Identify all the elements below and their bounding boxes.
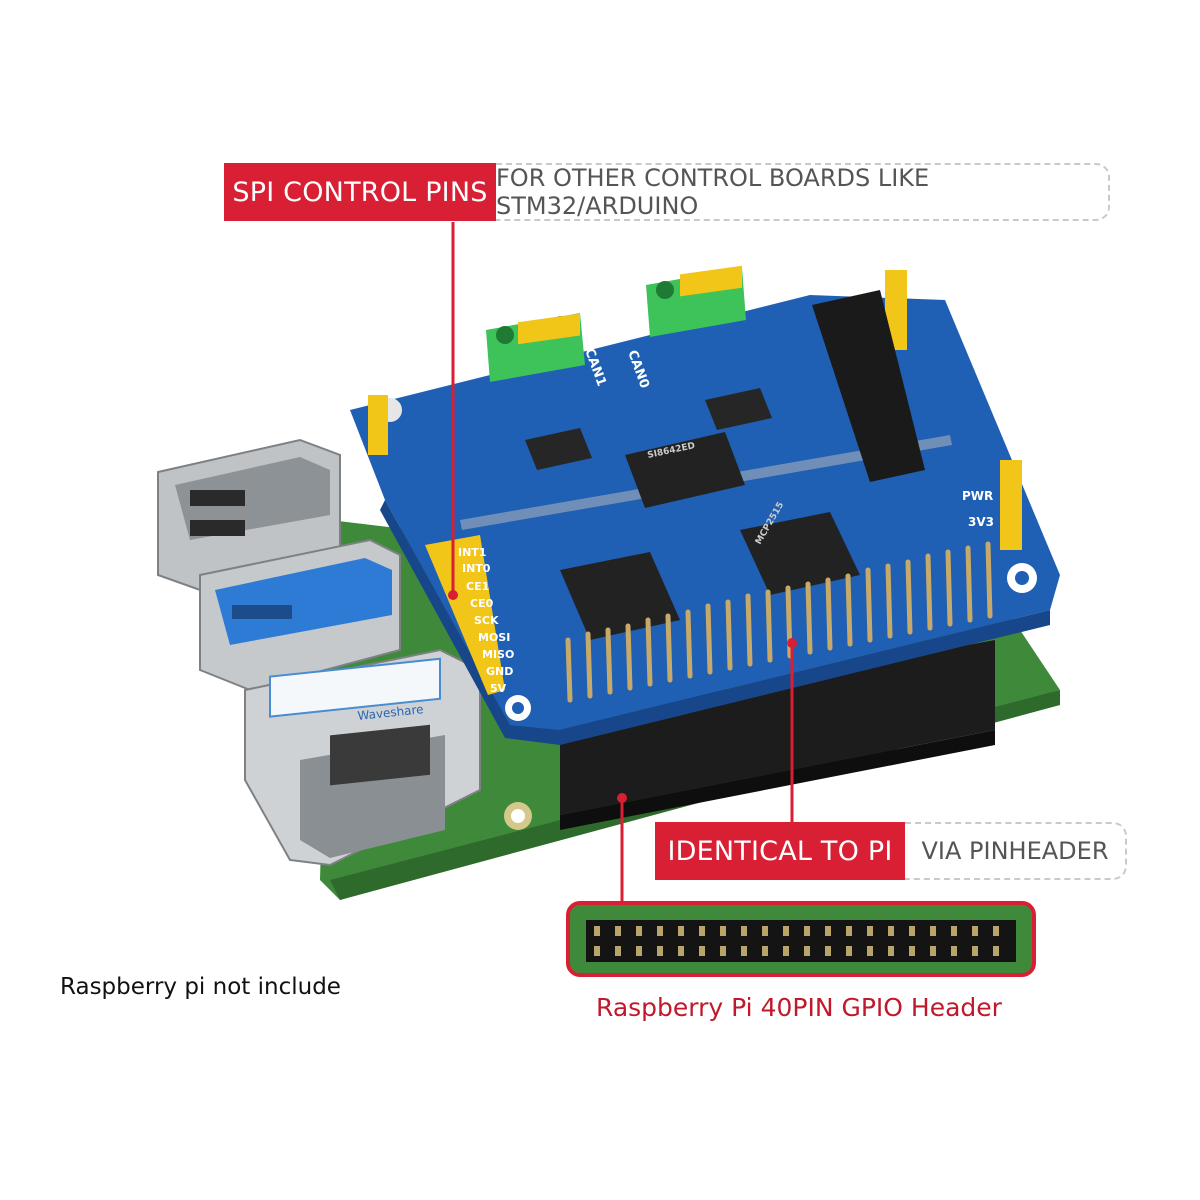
v33-label: 3V3: [968, 515, 994, 529]
not-included-caption: Raspberry pi not include: [60, 974, 341, 1000]
gpio-pins: [565, 541, 993, 703]
spi-pin-labels: INT1 INT0 CE1 CE0 SCK MOSI MISO GND 5V: [458, 546, 514, 695]
pwr-label: PWR: [962, 489, 993, 503]
identical-callout: IDENTICAL TO PI VIA PINHEADER: [655, 822, 1127, 880]
identical-callout-note: VIA PINHEADER: [905, 822, 1127, 880]
pin-label: INT0: [462, 562, 491, 575]
gpio-header-inset: [566, 901, 1036, 977]
pin-label: INT1: [458, 546, 486, 559]
pin-label: 5V: [490, 682, 507, 695]
pin-label: CE1: [466, 580, 489, 593]
callout-lines: [448, 222, 797, 904]
pin-label: MISO: [482, 648, 514, 661]
usb-ports: [157, 438, 481, 867]
stacking-header: [560, 640, 995, 830]
pin-label: GND: [486, 665, 513, 678]
box-header: [812, 290, 925, 482]
identical-callout-label: IDENTICAL TO PI: [655, 822, 905, 880]
pin-label: CE0: [470, 597, 494, 610]
pin-label: MOSI: [478, 631, 510, 644]
gpio-header-caption: Raspberry Pi 40PIN GPIO Header: [596, 993, 1002, 1022]
spi-callout: SPI CONTROL PINS FOR OTHER CONTROL BOARD…: [224, 163, 1110, 221]
spi-callout-note: FOR OTHER CONTROL BOARDS LIKE STM32/ARDU…: [496, 163, 1110, 221]
pin-label: SCK: [474, 614, 499, 627]
chips: [525, 388, 860, 640]
spi-callout-label: SPI CONTROL PINS: [224, 163, 496, 221]
jumpers: [368, 265, 1022, 695]
port-brand-label: Waveshare: [357, 702, 424, 723]
